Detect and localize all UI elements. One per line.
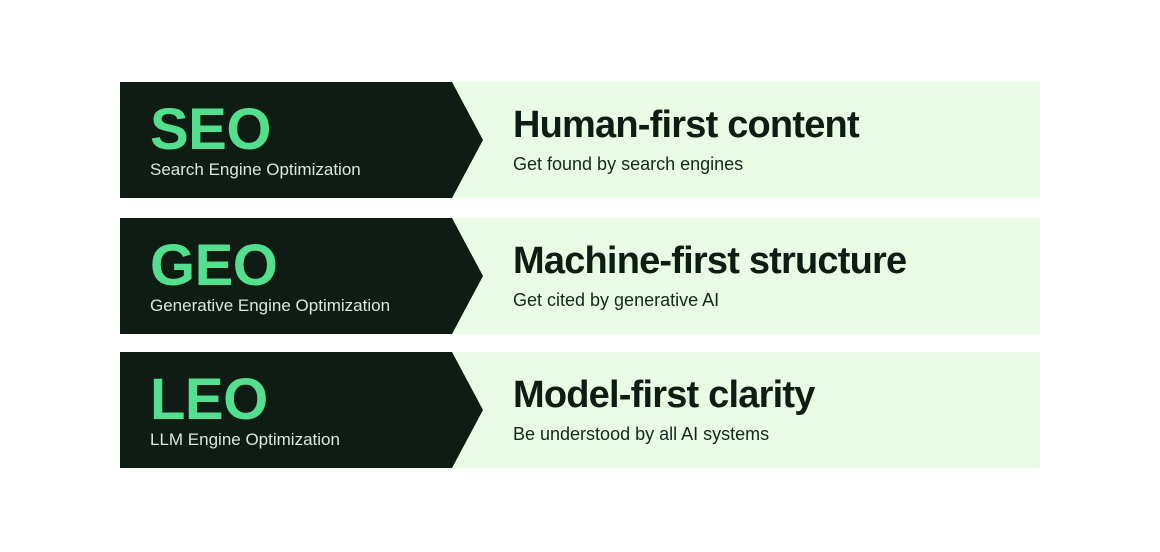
comparison-row-leo: LEO LLM Engine Optimization Model-first …: [120, 352, 1040, 468]
dark-chevron-panel-leo: [120, 352, 483, 468]
subline-geo: Get cited by generative AI: [513, 289, 720, 310]
acronym-label-geo: GEO: [150, 232, 278, 298]
comparison-row-seo: SEO Search Engine Optimization Human-fir…: [120, 82, 1040, 198]
description-block-leo: Model-first clarity Be understood by all…: [513, 352, 1024, 468]
acronym-block-geo: GEO Generative Engine Optimization: [150, 218, 450, 334]
dark-chevron-panel-geo: [120, 218, 483, 334]
headline-geo: Machine-first structure: [513, 239, 907, 282]
acronym-expansion-seo: Search Engine Optimization: [150, 159, 361, 179]
description-block-geo: Machine-first structure Get cited by gen…: [513, 218, 1024, 334]
acronym-label-leo: LEO: [150, 366, 268, 432]
comparison-row-geo: GEO Generative Engine Optimization Machi…: [120, 218, 1040, 334]
subline-seo: Get found by search engines: [513, 153, 744, 174]
acronym-block-seo: SEO Search Engine Optimization: [150, 82, 450, 198]
headline-leo: Model-first clarity: [513, 373, 815, 416]
headline-seo: Human-first content: [513, 103, 860, 146]
dark-chevron-panel-seo: [120, 82, 483, 198]
acronym-expansion-geo: Generative Engine Optimization: [150, 295, 391, 315]
acronym-block-leo: LEO LLM Engine Optimization: [150, 352, 450, 468]
description-block-seo: Human-first content Get found by search …: [513, 82, 1024, 198]
acronym-expansion-leo: LLM Engine Optimization: [150, 429, 340, 449]
subline-leo: Be understood by all AI systems: [513, 423, 770, 444]
acronym-label-seo: SEO: [150, 96, 272, 162]
